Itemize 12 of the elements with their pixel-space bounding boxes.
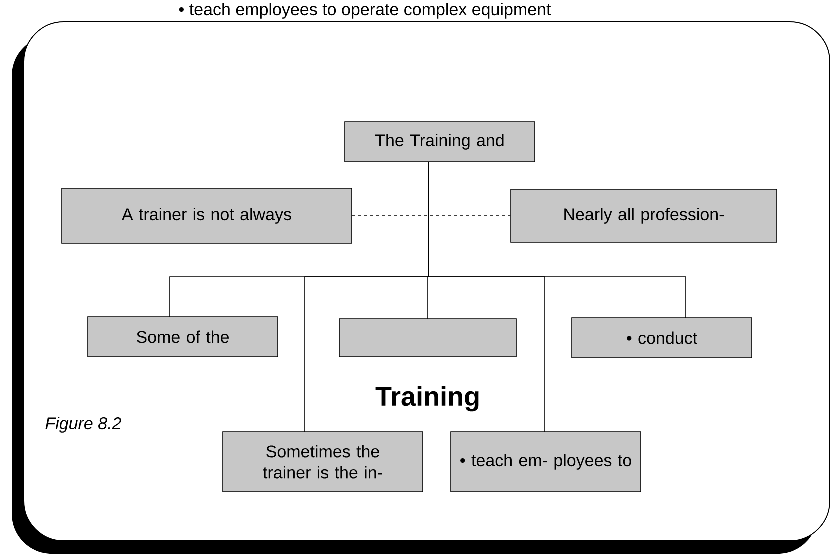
figure-caption: Figure 8.2 [46,417,122,433]
text-box: Some of the [88,316,278,358]
empty-box [339,318,517,358]
connector-line [428,162,546,432]
text-box: • teach em- ployees to [450,432,642,492]
text-box: Sometimes the trainer is the in- [222,432,424,492]
text-box: • conduct [572,318,752,358]
center-title: Training [376,386,479,412]
text-box: Nearly all profession- [510,189,778,243]
text-box: The Training and [344,122,536,162]
bullet-text: • teach employees to operate complex equipment [179,3,552,19]
text-box: A trainer is not always [62,188,352,244]
